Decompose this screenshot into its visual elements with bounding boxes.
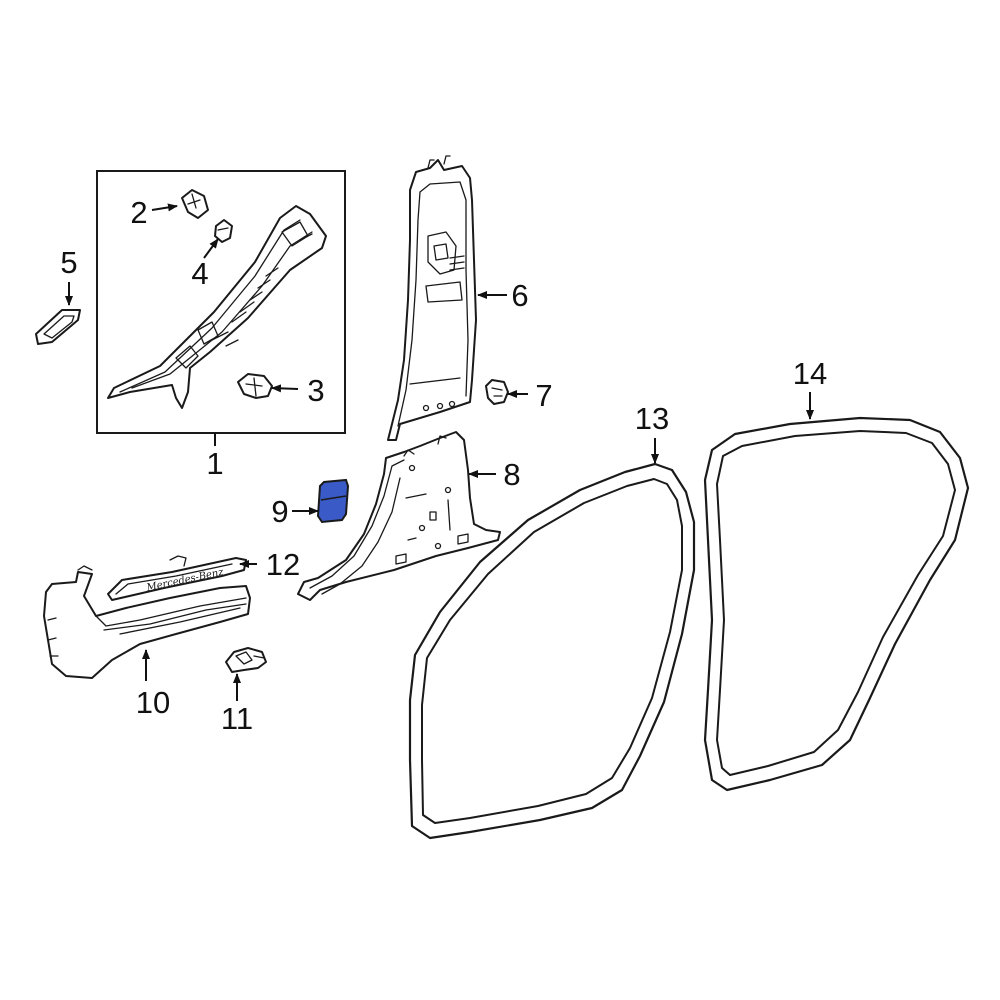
highlighted-pad-part-9[interactable] xyxy=(316,478,350,524)
callout-3: 3 xyxy=(307,373,324,408)
callout-11: 11 xyxy=(221,701,253,736)
callout-7: 7 xyxy=(535,378,552,413)
callout-10: 10 xyxy=(136,685,170,720)
rocker-trim-part-10[interactable] xyxy=(43,565,251,679)
a-pillar-trim-part[interactable] xyxy=(107,205,327,409)
rear-door-seal-part-14[interactable] xyxy=(703,416,970,792)
clip-part-7[interactable] xyxy=(485,379,509,405)
callout-12: 12 xyxy=(266,547,300,582)
front-door-seal-part-13[interactable] xyxy=(408,462,696,840)
callout-8: 8 xyxy=(503,457,520,492)
callout-13: 13 xyxy=(635,401,669,436)
part-1-group-box xyxy=(96,170,346,434)
b-pillar-upper-trim-part[interactable] xyxy=(387,155,477,441)
clip-part-3[interactable] xyxy=(237,373,273,399)
clip-part-11[interactable] xyxy=(225,647,267,673)
callout-14: 14 xyxy=(793,356,827,391)
callout-1: 1 xyxy=(206,446,223,481)
clip-part-2[interactable] xyxy=(181,189,209,219)
cover-part-5[interactable] xyxy=(35,309,81,345)
callout-9: 9 xyxy=(271,494,288,529)
callout-5: 5 xyxy=(60,245,77,280)
leader-arrows xyxy=(65,203,814,701)
callout-4: 4 xyxy=(191,256,208,291)
callout-2: 2 xyxy=(130,195,147,230)
b-pillar-lower-trim-part[interactable] xyxy=(297,431,501,601)
callout-6: 6 xyxy=(511,278,528,313)
clip-part-4[interactable] xyxy=(214,219,233,243)
